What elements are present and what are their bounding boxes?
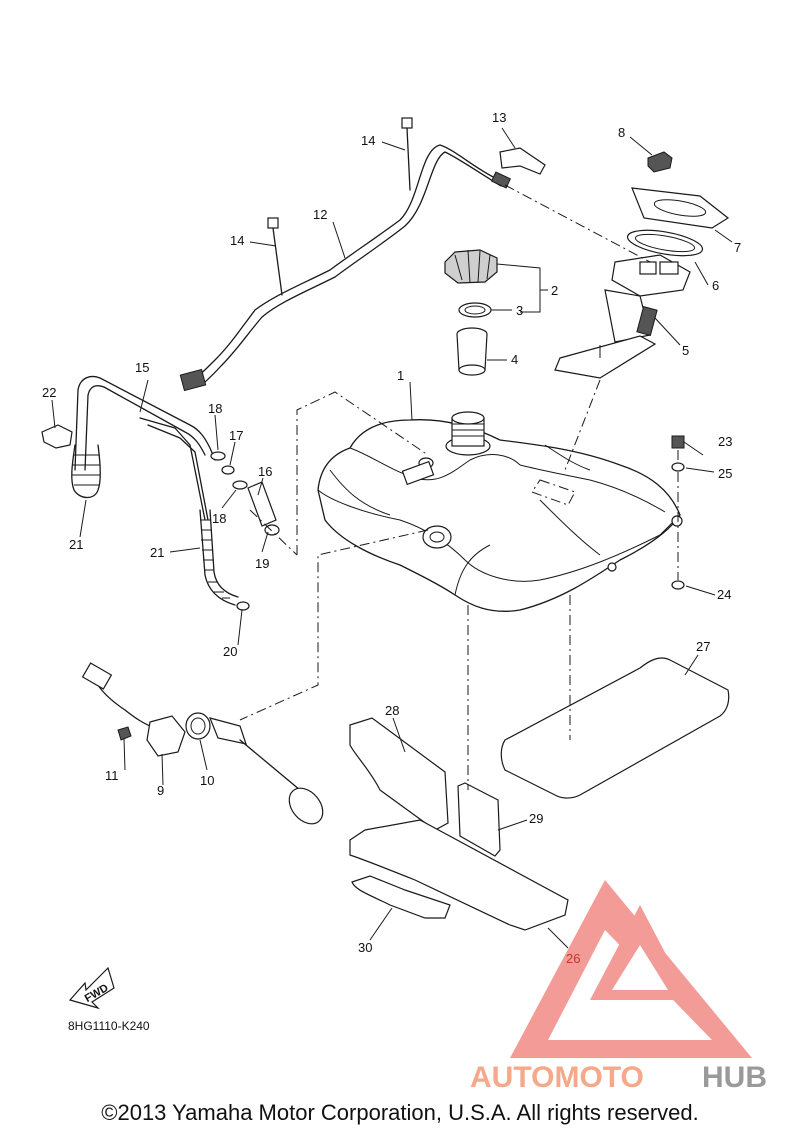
label-15: 15 <box>135 360 149 375</box>
label-18b: 18 <box>212 511 226 526</box>
watermark-logo <box>510 880 752 1058</box>
label-27: 27 <box>696 639 710 654</box>
cap-8 <box>647 151 673 173</box>
label-30: 30 <box>358 940 372 955</box>
label-6: 6 <box>712 278 719 293</box>
hose-band-14b <box>267 217 283 296</box>
breather-hose-12 <box>197 144 496 377</box>
leader-lines <box>51 127 733 949</box>
bolt-11 <box>117 726 132 741</box>
watermark-triangle-hole <box>612 945 668 990</box>
label-9: 9 <box>157 783 164 798</box>
label-24: 24 <box>717 587 731 602</box>
cover-30 <box>351 875 451 919</box>
label-29: 29 <box>529 811 543 826</box>
alignment-lines <box>239 184 679 790</box>
hose-band-14a <box>401 117 413 191</box>
pump-retainer-7 <box>631 187 730 229</box>
part-labels: 1 2 3 4 5 6 7 8 9 10 11 12 13 14 14 15 1… <box>42 110 741 966</box>
fuel-pump-assembly <box>554 254 691 379</box>
washer-24 <box>671 580 685 590</box>
overflow-hose-15 <box>74 375 216 471</box>
label-1: 1 <box>397 368 404 383</box>
cover-26 <box>349 819 569 931</box>
label-10: 10 <box>200 773 214 788</box>
cover-28 <box>349 717 449 831</box>
watermark-text-prefix: AUTOMOTO <box>470 1061 644 1094</box>
cover-27 <box>500 657 730 799</box>
hose-connector <box>179 368 207 392</box>
label-20: 20 <box>223 644 237 659</box>
label-13: 13 <box>492 110 506 125</box>
drain-hose-21b <box>199 509 236 606</box>
fuel-tank <box>317 411 683 612</box>
copyright-notice: ©2013 Yamaha Motor Corporation, U.S.A. A… <box>101 1100 699 1125</box>
label-22: 22 <box>42 385 56 400</box>
fuel-level-sender <box>81 662 324 825</box>
label-16: 16 <box>258 464 272 479</box>
fwd-label: FWD <box>83 982 111 1005</box>
sender-gasket-10 <box>185 712 211 740</box>
drain-hose-21a <box>71 444 101 499</box>
hose-clamp-13 <box>490 147 546 189</box>
cover-29 <box>457 782 501 857</box>
label-11: 11 <box>105 768 119 783</box>
fuel-strainer <box>456 327 488 376</box>
fwd-arrow-icon: FWD <box>68 966 115 1010</box>
label-7: 7 <box>734 240 741 255</box>
label-2: 2 <box>551 283 558 298</box>
washer-25 <box>671 462 685 472</box>
watermark-text-suffix: HUB <box>702 1061 767 1094</box>
label-12: 12 <box>313 207 327 222</box>
label-17: 17 <box>229 428 243 443</box>
pump-gasket-6 <box>626 229 704 257</box>
label-19: 19 <box>255 556 269 571</box>
label-26: 26 <box>566 951 580 966</box>
hose-clip-22 <box>41 424 73 449</box>
label-14b: 14 <box>230 233 244 248</box>
diagram-code: 8HG1110-K240 <box>68 1019 150 1033</box>
label-5: 5 <box>682 343 689 358</box>
label-8: 8 <box>618 125 625 140</box>
nut-23 <box>671 435 685 449</box>
hose-joint-16 <box>247 481 277 527</box>
label-14a: 14 <box>361 133 375 148</box>
fuel-cap-gasket <box>458 302 492 318</box>
label-18a: 18 <box>208 401 222 416</box>
label-3: 3 <box>516 303 523 318</box>
label-23: 23 <box>718 434 732 449</box>
label-28: 28 <box>385 703 399 718</box>
fuel-cap <box>444 249 498 284</box>
label-25: 25 <box>718 466 732 481</box>
label-21a: 21 <box>69 537 83 552</box>
label-21b: 21 <box>150 545 164 560</box>
label-4: 4 <box>511 352 518 367</box>
